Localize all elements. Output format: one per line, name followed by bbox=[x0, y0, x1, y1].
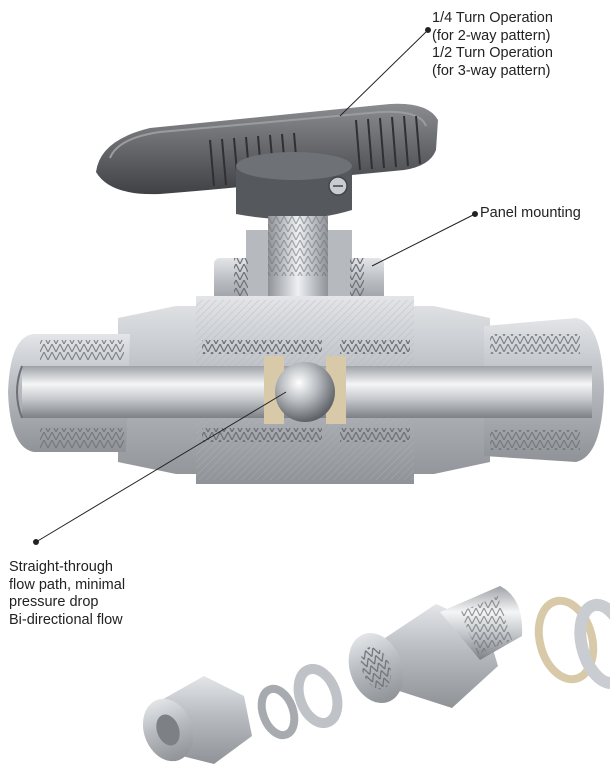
leader-lines bbox=[33, 27, 478, 545]
callout-line: flow path, minimal bbox=[9, 576, 126, 593]
callout-line: Panel mounting bbox=[480, 205, 581, 221]
back-ferrule bbox=[257, 684, 299, 740]
ball-seat-right bbox=[326, 356, 346, 424]
ball bbox=[275, 362, 335, 422]
callout-panel-mounting: Panel mounting bbox=[480, 205, 581, 223]
callout-line: Straight-through bbox=[9, 559, 113, 575]
callout-line: (for 2-way pattern) bbox=[432, 27, 551, 44]
handle-hub bbox=[236, 152, 352, 220]
callout-line: pressure drop bbox=[9, 594, 99, 610]
callout-line: 1/4 Turn Operation bbox=[432, 10, 553, 26]
callout-line: (for 3-way pattern) bbox=[432, 62, 551, 79]
o-ring-2 bbox=[574, 598, 610, 690]
exploded-fitting bbox=[142, 586, 610, 764]
callout-line: Bi-directional flow bbox=[9, 611, 123, 628]
callout-line: 1/2 Turn Operation bbox=[432, 45, 553, 61]
callout-flow-path: Straight-through flow path, minimal pres… bbox=[9, 559, 125, 629]
ball-seat-left bbox=[264, 356, 284, 424]
callout-turn-operation: 1/4 Turn Operation (for 2-way pattern) 1… bbox=[432, 10, 553, 80]
handle bbox=[96, 103, 438, 195]
o-ring-1 bbox=[534, 596, 598, 684]
front-ferrule bbox=[293, 663, 343, 729]
